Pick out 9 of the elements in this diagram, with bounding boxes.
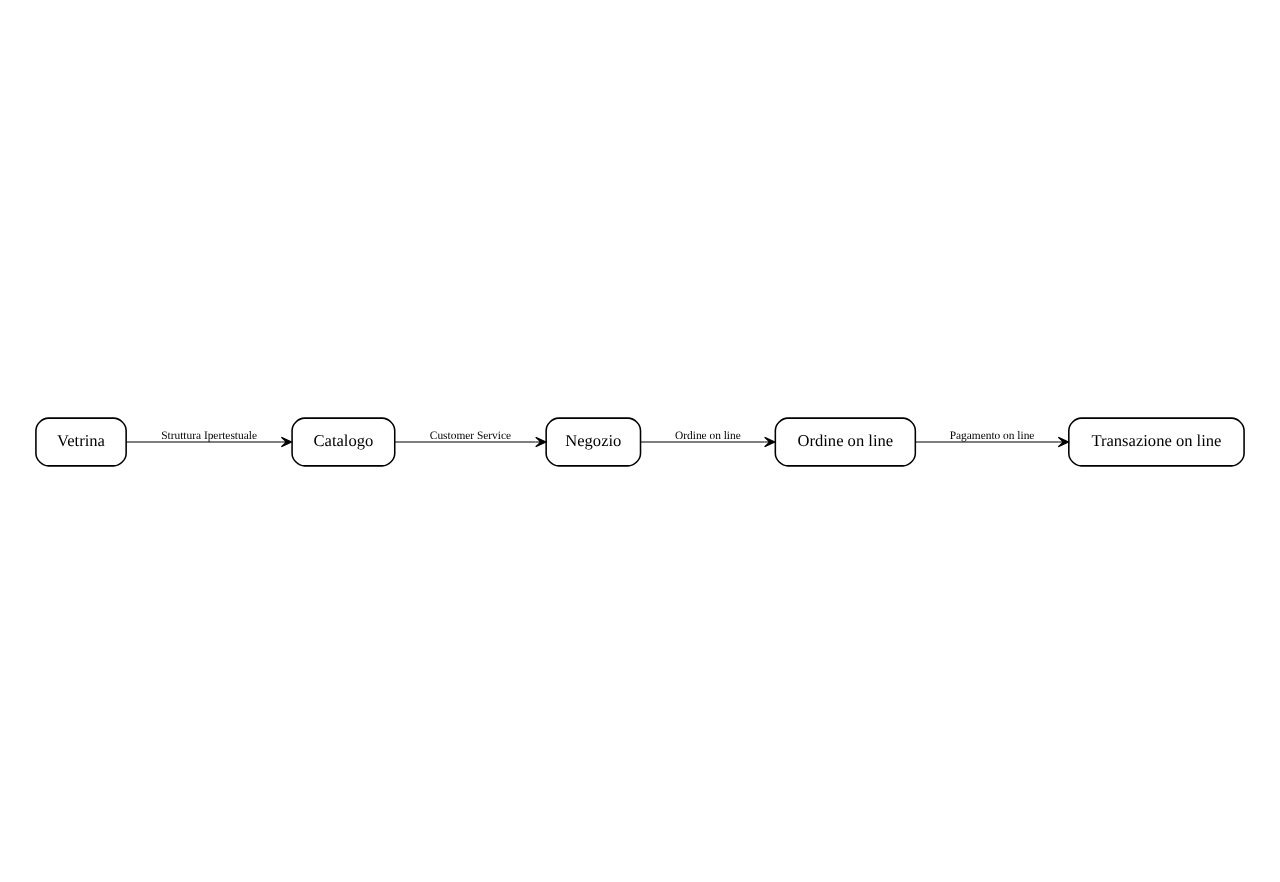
arrow — [394, 435, 547, 447]
arrow — [640, 435, 776, 447]
node-box: Negozio — [545, 416, 642, 466]
node-box: Catalogo — [291, 416, 396, 466]
node-box: Ordine on line — [774, 416, 917, 466]
arrow — [914, 435, 1070, 447]
arrow — [125, 435, 293, 447]
node-box: Vetrina — [35, 416, 127, 466]
node-box: Transazione on line — [1068, 416, 1245, 466]
